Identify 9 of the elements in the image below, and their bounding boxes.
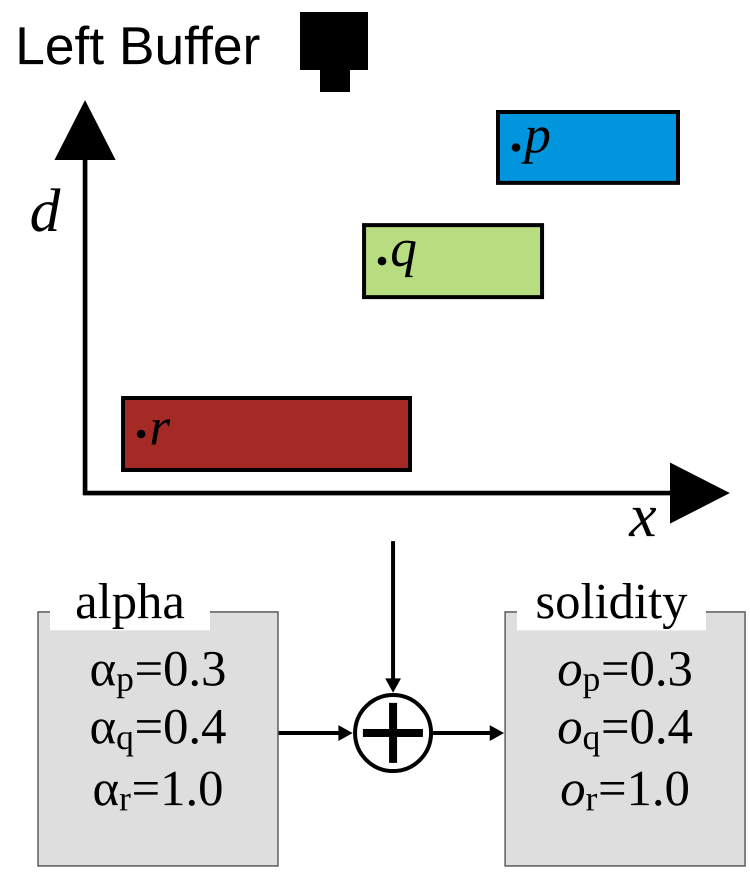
bar: q bbox=[362, 223, 544, 300]
axis-label: d bbox=[32, 188, 60, 232]
sum-circle bbox=[353, 693, 434, 774]
bar: p bbox=[496, 110, 680, 185]
axis-label: x bbox=[628, 508, 656, 536]
value-panel: solidity o$_{p}$=0.3 o$_{q}$=0.4 o$_{r}$=1.0 bbox=[504, 582, 746, 867]
value-panel: alpha α$_{p}$=0.3 α$_{q}$=0.4 α$_{r}$=1.0 bbox=[37, 582, 279, 867]
title-text: Left Buffer bbox=[20, 26, 260, 65]
bar: r bbox=[121, 396, 412, 472]
